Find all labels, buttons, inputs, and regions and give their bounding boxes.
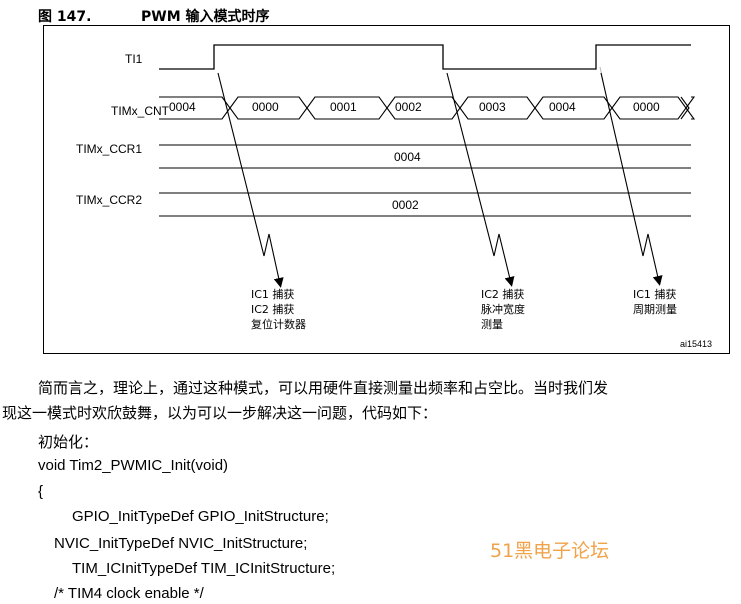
ccr2-bus — [159, 192, 691, 217]
paragraph-line-1: 简而言之，理论上，通过这种模式，可以用硬件直接测量出频率和占空比。当时我们发 — [38, 379, 609, 397]
capture-arrow-1 — [217, 72, 284, 288]
signal-label-ccr2: TIMx_CCR2 — [76, 193, 143, 207]
figure-id: ai15413 — [680, 339, 713, 349]
cnt-value: 0003 — [479, 100, 506, 114]
code-line-tim-ic: TIM_ICInitTypeDef TIM_ICInitStructure; — [72, 560, 336, 577]
timing-diagram-svg — [159, 44, 696, 288]
ccr2-value: 0002 — [392, 198, 419, 212]
figure-number: 图 147. — [38, 9, 92, 25]
signal-label-ccr1: TIMx_CCR1 — [76, 142, 143, 156]
cnt-value: 0002 — [395, 100, 422, 114]
code-line-gpio: GPIO_InitTypeDef GPIO_InitStructure; — [72, 508, 329, 525]
cnt-value: 0001 — [330, 100, 357, 114]
annotation-line: 脉冲宽度 — [481, 303, 525, 316]
annotation-line: IC1 捕获 — [633, 288, 677, 301]
init-label: 初始化： — [38, 433, 99, 451]
watermark: 51黑电子论坛 — [490, 540, 610, 562]
timing-diagram: TI1 TIMx_CNT TIMx_CCR1 TIMx_CCR2 0004 00… — [43, 25, 730, 354]
code-line-nvic: NVIC_InitTypeDef NVIC_InitStructure; — [54, 535, 308, 552]
annotation-ic1-ic2-reset: IC1 捕获 IC2 捕获 复位计数器 — [251, 287, 306, 332]
cnt-bus — [159, 96, 696, 120]
annotation-ic1-period: IC1 捕获 周期测量 — [633, 287, 677, 317]
annotation-line: 周期测量 — [633, 303, 677, 316]
code-line-comment: /* TIM4 clock enable */ — [54, 585, 204, 602]
annotation-line: IC1 捕获 — [251, 288, 295, 301]
annotation-line: 复位计数器 — [251, 318, 306, 331]
paragraph-line-2: 现这一模式时欢欣鼓舞，以为可以一步解决这一问题，代码如下： — [2, 404, 438, 422]
capture-arrow-3 — [600, 72, 663, 286]
annotation-line: IC2 捕获 — [481, 288, 525, 301]
cnt-value: 0000 — [252, 100, 279, 114]
signal-label-cnt: TIMx_CNT — [111, 104, 169, 118]
ti1-waveform — [159, 44, 691, 70]
signal-label-ti1: TI1 — [125, 52, 143, 66]
code-function-signature: void Tim2_PWMIC_Init(void) — [38, 457, 229, 474]
figure-title: PWM 输入模式时序 — [141, 9, 270, 25]
cnt-bus-tail — [680, 96, 690, 120]
capture-arrow-2 — [446, 72, 515, 287]
annotation-ic2-pulse-width: IC2 捕获 脉冲宽度 测量 — [481, 287, 525, 332]
ccr1-value: 0004 — [394, 150, 421, 164]
cnt-value: 0004 — [549, 100, 576, 114]
code-open-brace: { — [38, 483, 44, 500]
annotation-line: IC2 捕获 — [251, 303, 295, 316]
cnt-value: 0004 — [169, 100, 196, 114]
cnt-value: 0000 — [633, 100, 660, 114]
annotation-line: 测量 — [481, 318, 503, 331]
ccr1-bus — [159, 144, 691, 169]
figure-caption: 图 147. PWM 输入模式时序 — [38, 6, 270, 26]
